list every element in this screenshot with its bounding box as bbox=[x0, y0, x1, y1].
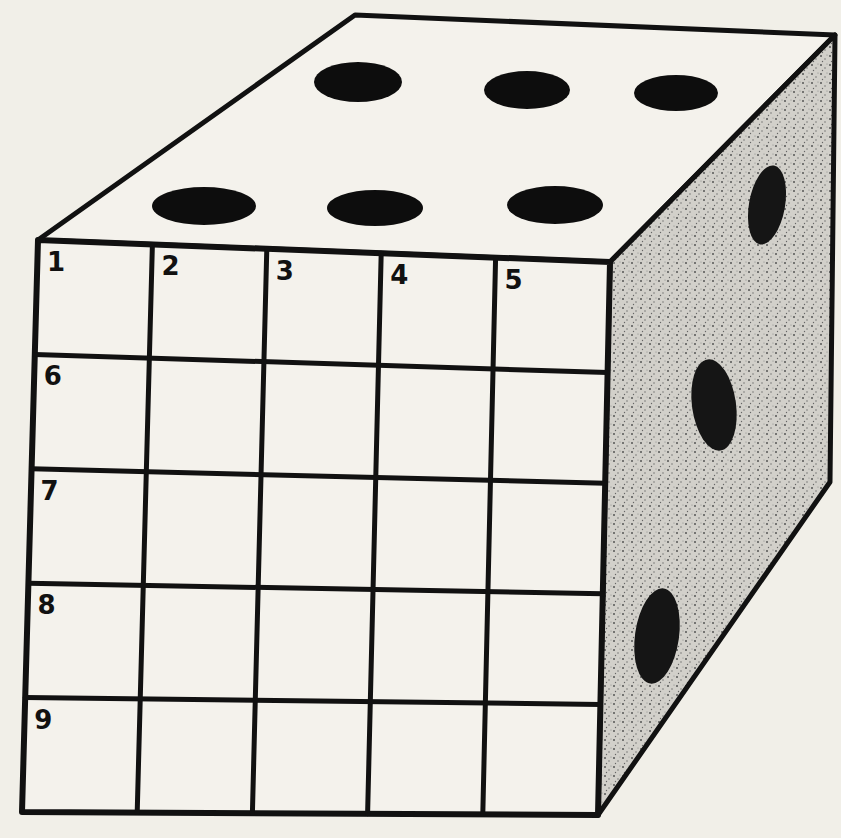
cell-number: 6 bbox=[44, 363, 62, 389]
grid-line bbox=[32, 469, 606, 483]
pip bbox=[686, 356, 742, 453]
grid-line bbox=[25, 698, 600, 705]
pip bbox=[629, 585, 686, 686]
pip bbox=[634, 75, 718, 111]
cell-number: 5 bbox=[505, 267, 523, 293]
grid-line bbox=[28, 583, 602, 594]
pip bbox=[484, 71, 570, 109]
cell-number: 2 bbox=[161, 253, 179, 279]
cell-number: 8 bbox=[37, 592, 55, 618]
pip bbox=[152, 187, 256, 225]
right-face bbox=[598, 35, 835, 815]
grid-line bbox=[368, 253, 382, 814]
cell-number: 7 bbox=[41, 478, 59, 504]
grid-line bbox=[252, 249, 266, 813]
cell-number: 3 bbox=[276, 258, 294, 284]
side-pips bbox=[629, 162, 792, 686]
front-face bbox=[22, 240, 610, 815]
top-pips bbox=[152, 62, 718, 226]
pip bbox=[327, 190, 423, 226]
grid-lines bbox=[25, 244, 607, 814]
pip bbox=[314, 62, 402, 102]
cell-number: 9 bbox=[34, 707, 52, 733]
cell-number: 4 bbox=[390, 262, 408, 288]
grid-line bbox=[35, 354, 608, 372]
pip bbox=[507, 186, 603, 224]
cell-number: 1 bbox=[47, 249, 65, 275]
pip bbox=[742, 162, 791, 247]
grid-line bbox=[137, 244, 152, 812]
grid-line bbox=[483, 258, 496, 815]
